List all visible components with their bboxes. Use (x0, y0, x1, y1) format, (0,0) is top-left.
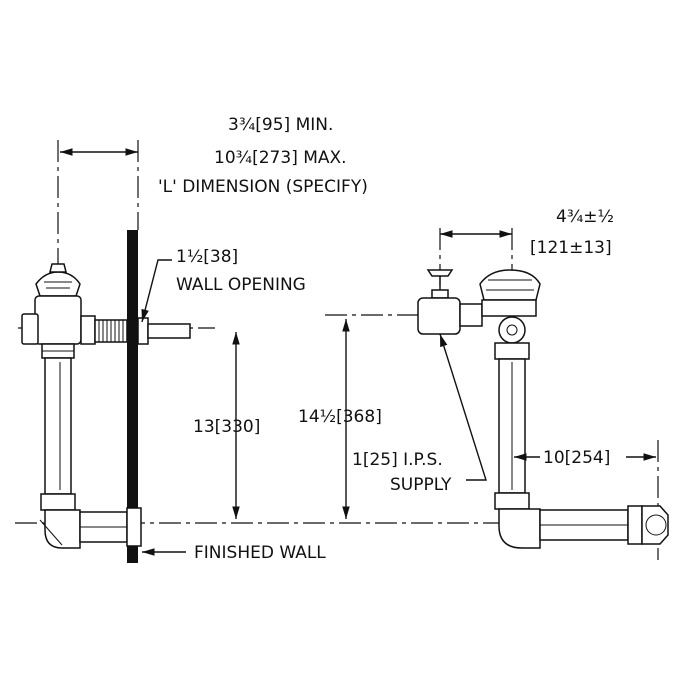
l-dimension-label: 'L' DIMENSION (SPECIFY) (158, 177, 368, 197)
dim-10-label: 10[254] (543, 448, 610, 468)
offset-dim-label: 4¾±½ (556, 207, 614, 227)
ips-size-label: 1[25] I.P.S. (352, 450, 443, 470)
finished-wall-label: FINISHED WALL (194, 543, 326, 563)
supply-leader (439, 333, 487, 481)
left-flush-valve (21, 263, 191, 549)
offset-metric-label: [121±13] (530, 238, 612, 258)
max-dim-label: 10¾[273] MAX. (214, 148, 347, 168)
wall-opening-size-label: 1½[38] (176, 247, 238, 267)
wall-opening-leader (141, 259, 172, 323)
finished-wall (127, 230, 138, 563)
supply-label: SUPPLY (390, 475, 452, 495)
right-flush-valve (417, 269, 669, 549)
min-dim-label: 3¾[95] MIN. (228, 115, 333, 135)
height-14-label: 14½[368] (298, 407, 382, 427)
height-13-label: 13[330] (193, 417, 260, 437)
wall-opening-label: WALL OPENING (176, 275, 306, 295)
